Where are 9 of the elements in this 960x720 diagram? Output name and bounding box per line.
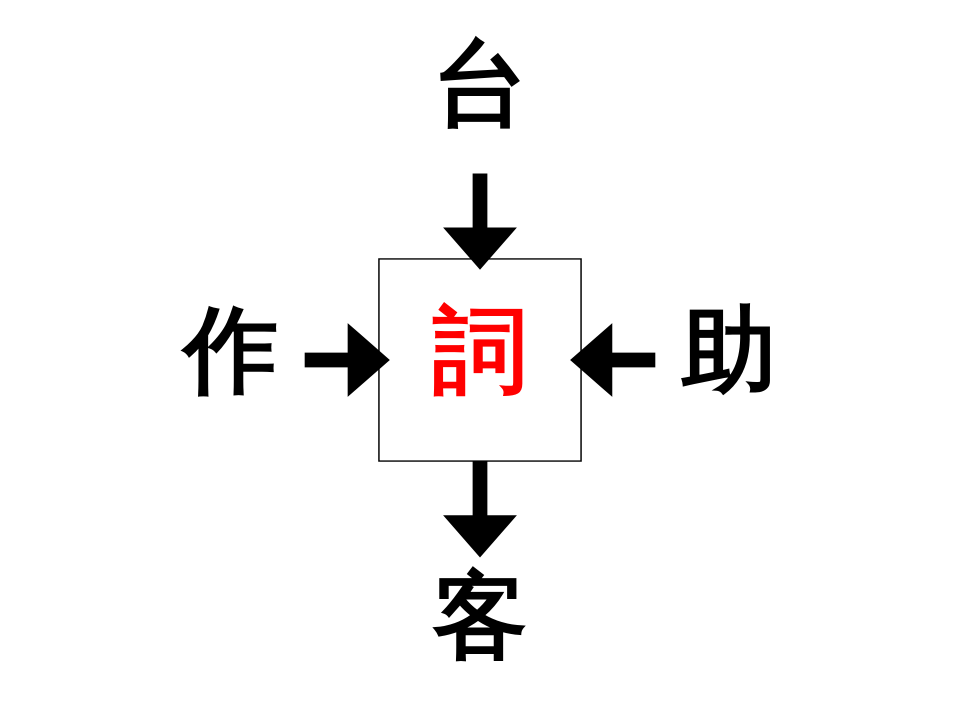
arrow bbox=[570, 323, 656, 397]
node-text: 客 bbox=[432, 562, 527, 672]
arrow bbox=[443, 461, 517, 558]
node-text: 助 bbox=[682, 295, 776, 406]
node-box: 詞 bbox=[378, 258, 582, 462]
arrow bbox=[443, 173, 517, 270]
node-text: 台 bbox=[432, 29, 527, 140]
node-text: 作 bbox=[183, 295, 278, 406]
arrow bbox=[304, 323, 390, 397]
